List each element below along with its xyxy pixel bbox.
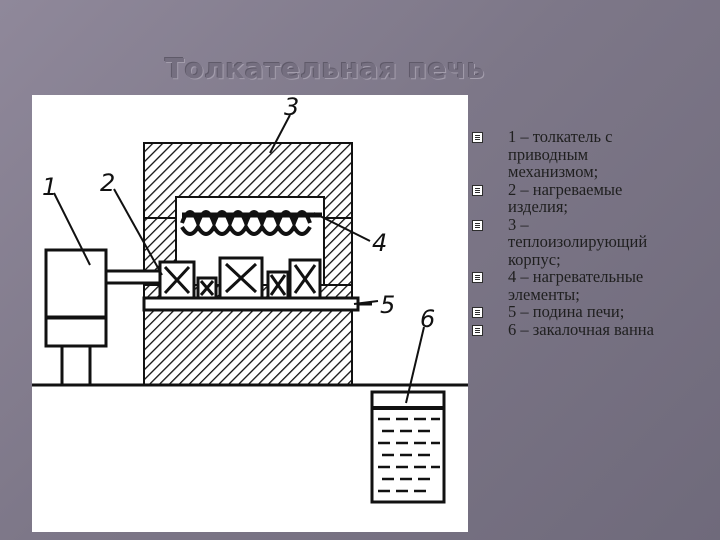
legend-item-text: 4 – нагревательные элементы;: [508, 267, 644, 304]
quenching-bath: [370, 390, 446, 504]
bullet-icon: [472, 184, 483, 196]
legend-item: 2 – нагреваемые изделия;: [468, 179, 713, 216]
callout-2: 2: [100, 169, 115, 197]
legend-item: 5 – подина печи;: [468, 303, 713, 321]
leader-lines: [53, 114, 425, 404]
legend-item-text: 6 – закалочная ванна: [508, 319, 654, 339]
furnace-hearth: [142, 296, 372, 312]
legend-item-text: 2 – нагреваемые изделия;: [508, 179, 623, 216]
slide-title: Толкательная печь: [165, 52, 485, 85]
legend-item-text: 1 – толкатель с приводным механизмом;: [508, 127, 613, 181]
legend-item: 6 – закалочная ванна: [468, 319, 713, 339]
callout-3: 3: [284, 95, 299, 121]
legend-item-text: 5 – подина печи;: [508, 302, 625, 321]
heating-coil: [180, 210, 322, 236]
legend-item: 4 – нагревательные элементы;: [468, 268, 713, 303]
legend-item: 1 – толкатель с приводным механизмом;: [468, 128, 713, 181]
bullet-icon: [472, 272, 483, 283]
callout-4: 4: [372, 229, 387, 257]
heated-workpieces: [158, 256, 322, 300]
callout-1: 1: [42, 173, 57, 201]
furnace-drawing: 1 2 3 4 5 6: [32, 95, 468, 504]
pusher-mechanism: [44, 248, 162, 385]
legend-item-text: 3 – теплоизолирующий корпус;: [508, 214, 648, 269]
bullet-icon: [472, 132, 483, 143]
bullet-icon: [472, 219, 483, 231]
callout-5: 5: [380, 291, 395, 319]
legend-item: 3 – теплоизолирующий корпус;: [468, 214, 713, 269]
callout-6: 6: [420, 305, 435, 333]
legend-list: 1 – толкатель с приводным механизмом; 2 …: [468, 128, 713, 338]
bullet-icon: [472, 307, 483, 318]
bullet-icon: [472, 324, 483, 336]
furnace-diagram: 1 2 3 4 5 6: [32, 95, 468, 532]
